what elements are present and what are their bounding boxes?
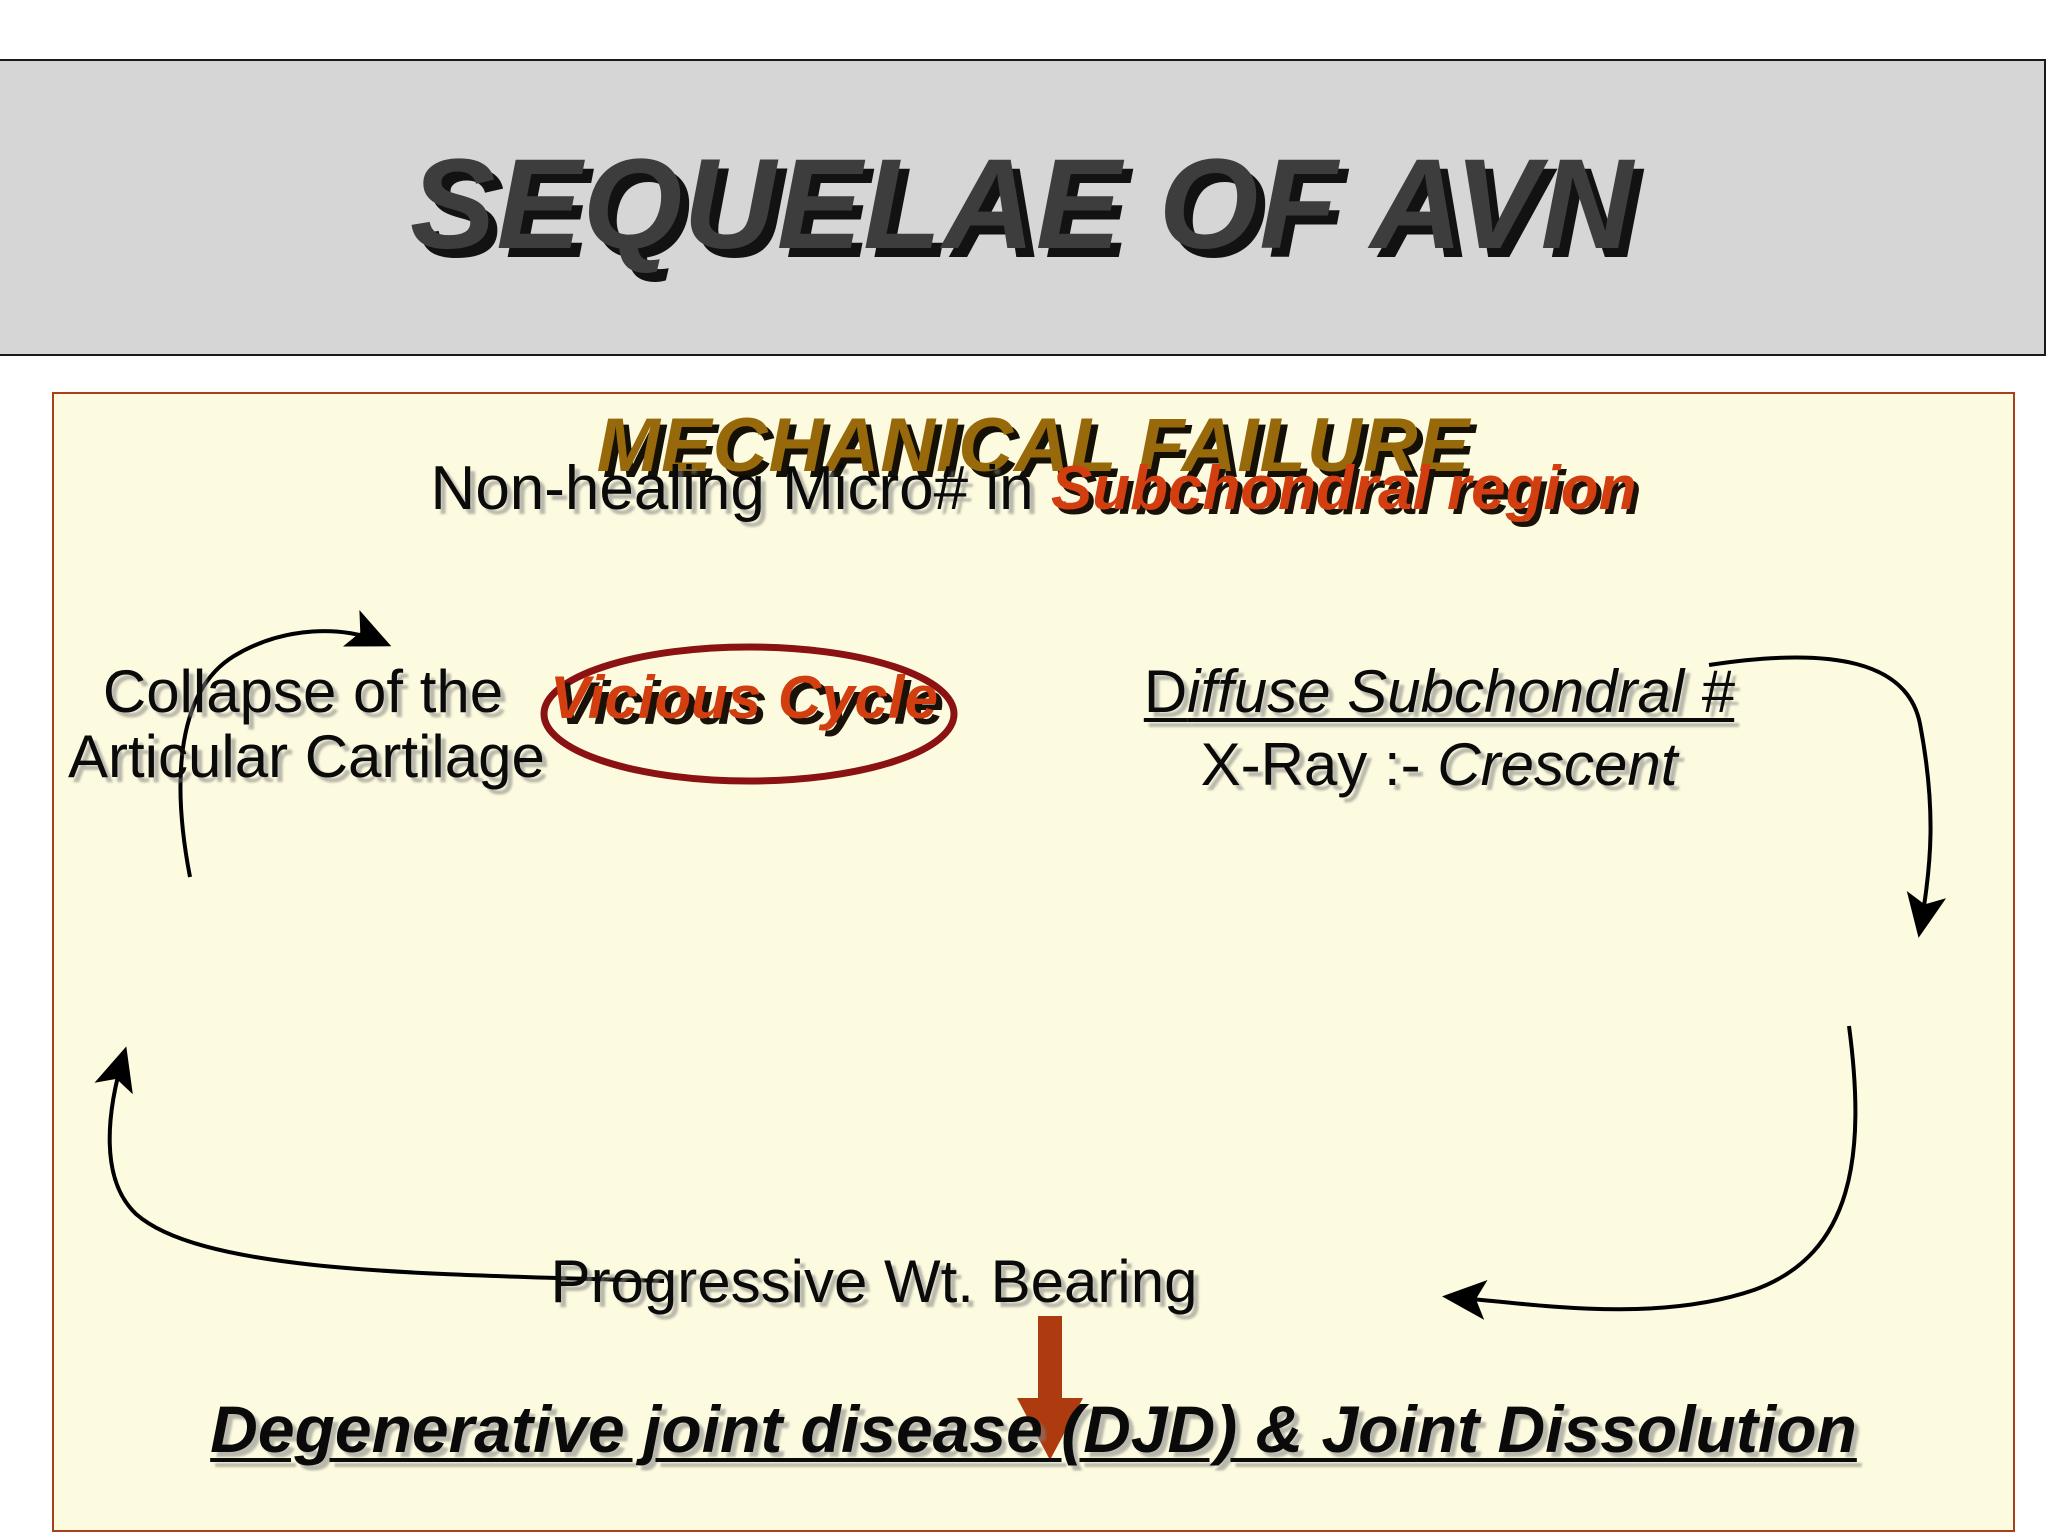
node-microfracture-accent: Subchondral region <box>1050 454 1637 523</box>
node-diffuse-line1: Diffuse Subchondral # <box>1144 658 1734 725</box>
node-diffuse-line2-upright: X-Ray :- <box>1200 730 1438 798</box>
node-collapse: Collapse of the Articular Cartilage <box>68 658 545 790</box>
slide-title: SEQUELAE OF AVN <box>410 133 1634 276</box>
node-vicious-cycle-label: Vicious Cycle <box>550 664 938 731</box>
node-diffuse-line1-italic: iffuse Subchondral # <box>1187 658 1735 725</box>
node-progressive-weight-bearing: Progressive Wt. Bearing <box>550 1248 1198 1315</box>
node-diffuse-line2: X-Ray :- Crescent <box>914 730 1964 798</box>
arrow-diffuse-to-progressive <box>1442 1025 1858 1320</box>
node-outcome-djd: Degenerative joint disease (DJD) & Joint… <box>210 1392 1857 1466</box>
node-microfracture: Non-healing Micro# in Subchondral region <box>54 454 2013 523</box>
node-diffuse-line2-italic: Crescent <box>1437 730 1678 798</box>
arrow-progressive-to-collapse <box>94 1046 665 1283</box>
panel-heading: MECHANICAL FAILURE <box>596 403 1471 488</box>
node-microfracture-plain: Non-healing Micro# in <box>430 454 1051 523</box>
content-panel: MECHANICAL FAILURE <box>52 392 2015 1532</box>
diagram-arrow-layer <box>94 610 1947 1460</box>
node-diffuse-line1-upright: D <box>1143 658 1188 725</box>
node-diffuse-subchondral: Diffuse Subchondral # X-Ray :- Crescent <box>914 658 1964 798</box>
node-collapse-line2: Articular Cartilage <box>68 722 545 790</box>
node-collapse-line1: Collapse of the <box>102 658 504 725</box>
title-banner: SEQUELAE OF AVN <box>0 59 2046 356</box>
